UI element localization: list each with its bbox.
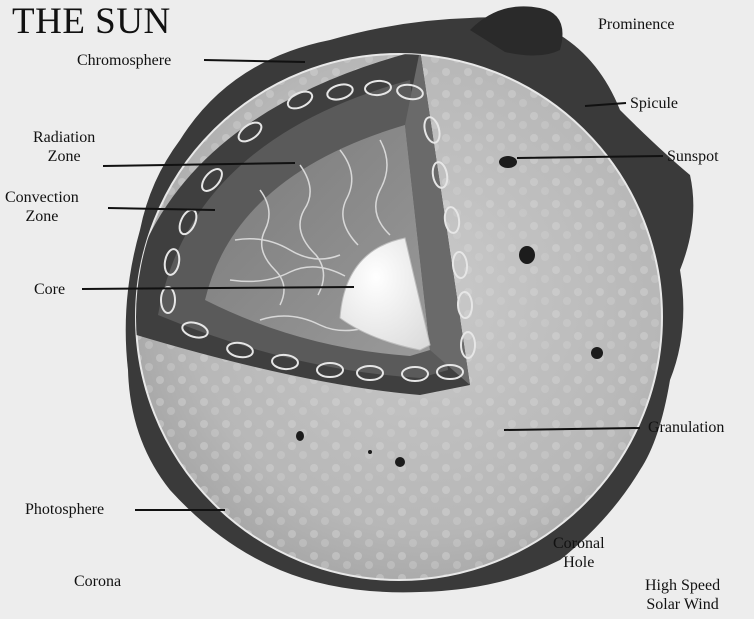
label-prominence: Prominence: [598, 15, 674, 34]
label-convection-zone: Convection Zone: [5, 188, 79, 226]
label-granulation: Granulation: [648, 418, 724, 437]
sunspot-icon: [591, 347, 603, 359]
label-radiation-zone: Radiation Zone: [33, 128, 95, 166]
label-core: Core: [34, 280, 65, 299]
label-sunspot: Sunspot: [667, 147, 719, 166]
label-photosphere: Photosphere: [25, 500, 104, 519]
sunspot-icon: [499, 156, 517, 168]
label-convection-zone-line2: Zone: [5, 207, 79, 226]
label-solar-wind-line2: Solar Wind: [645, 595, 720, 614]
diagram-title: THE SUN: [12, 2, 171, 42]
label-solar-wind-line1: High Speed: [645, 576, 720, 595]
label-solar-wind: High Speed Solar Wind: [645, 576, 720, 614]
label-coronal-hole-line1: Coronal: [553, 534, 605, 553]
label-radiation-zone-line2: Zone: [33, 147, 95, 166]
label-radiation-zone-line1: Radiation: [33, 128, 95, 147]
label-convection-zone-line1: Convection: [5, 188, 79, 207]
label-coronal-hole: Coronal Hole: [553, 534, 605, 572]
sunspot-icon: [519, 246, 535, 264]
label-spicule: Spicule: [630, 94, 678, 113]
label-coronal-hole-line2: Hole: [553, 553, 605, 572]
label-corona: Corona: [74, 572, 121, 591]
label-chromosphere: Chromosphere: [77, 51, 171, 70]
sunspot-icon: [296, 431, 304, 441]
sunspot-icon: [368, 450, 372, 454]
sunspot-icon: [395, 457, 405, 467]
